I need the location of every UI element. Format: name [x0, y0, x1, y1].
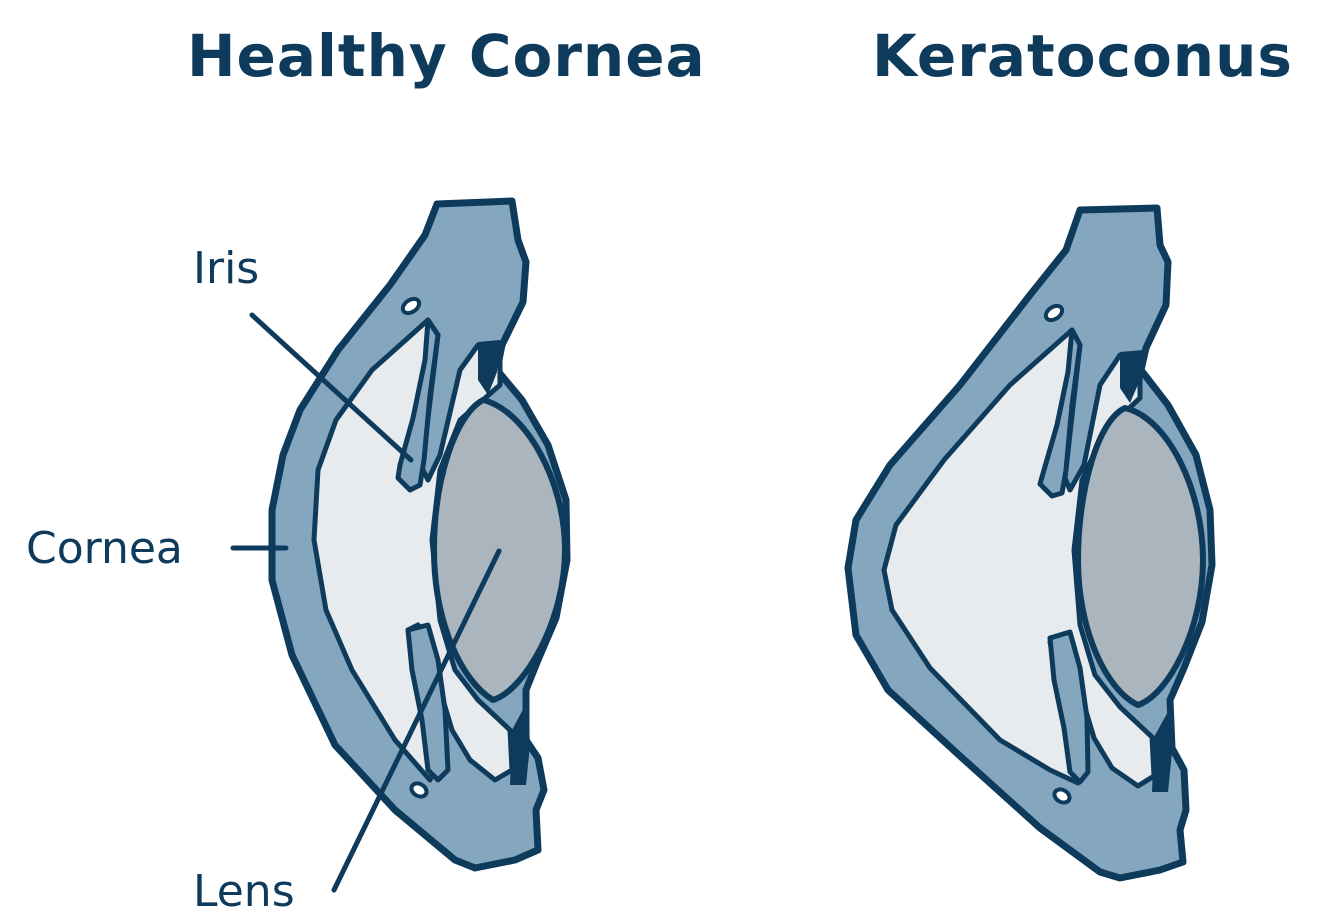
healthy-eye-diagram	[233, 201, 567, 890]
lens-label: Lens	[193, 866, 295, 917]
iris-label: Iris	[193, 243, 259, 294]
cornea-label: Cornea	[26, 523, 183, 574]
keratoconus-eye-diagram	[848, 208, 1212, 878]
